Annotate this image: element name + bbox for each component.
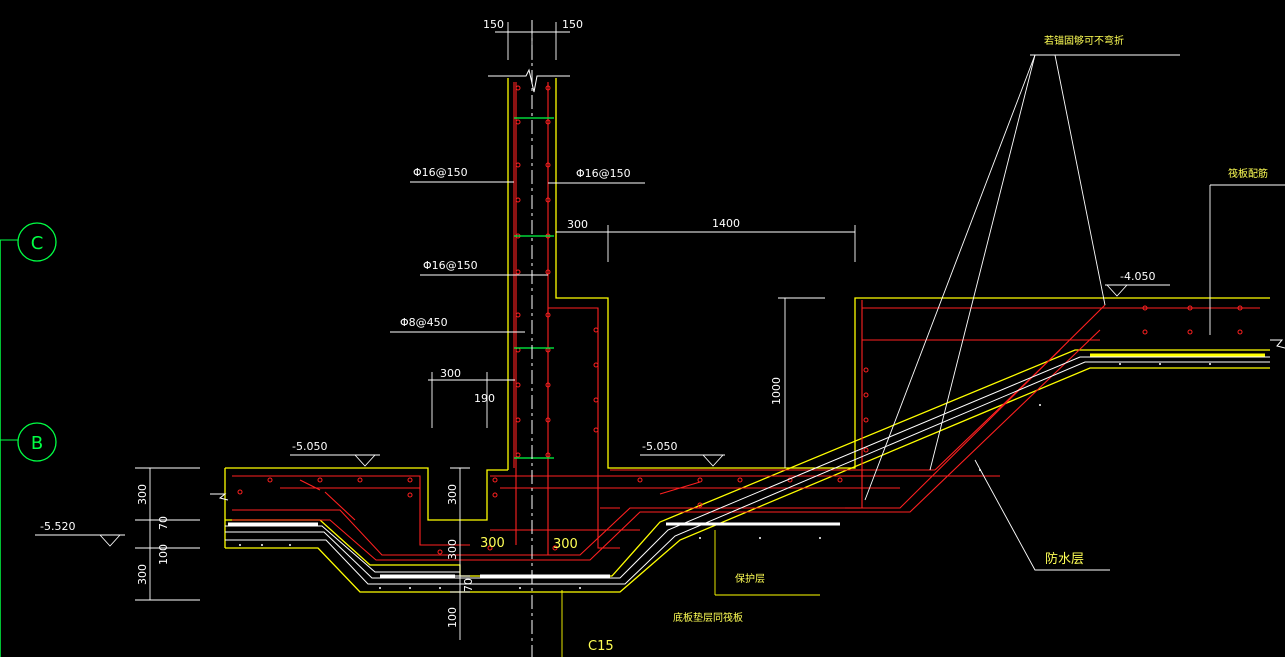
note-top-right: 若锚固够可不弯折 (1044, 34, 1124, 47)
note-bottom: 底板垫层同筏板 (673, 611, 743, 624)
dim-300-pit2: 300 (446, 539, 459, 560)
concrete-hatch (239, 363, 1211, 589)
dim-300-a: 300 (567, 218, 588, 231)
grid-label-b: B (31, 433, 43, 454)
rebar-label-3: Φ16@150 (423, 259, 478, 272)
rebar (232, 82, 1260, 561)
dim-300-lower: 300 (136, 564, 149, 585)
rebar-leaders (390, 181, 645, 333)
dim-70-left: 70 (157, 516, 170, 530)
dimension-lines (135, 22, 856, 657)
grid-bubble-b (17, 422, 57, 462)
dim-1400: 1400 (712, 217, 740, 230)
dim-100-left: 100 (157, 544, 170, 565)
dim-100-pit: 100 (446, 607, 459, 628)
elevation-4: -4.050 (1120, 270, 1155, 283)
dim-70-pit: 70 (462, 578, 475, 592)
dim-190: 190 (474, 392, 495, 405)
grid-axis: C B (0, 222, 57, 657)
dim-top-left: 150 (483, 18, 504, 31)
note-raft-rebar: 筏板配筋 (1228, 167, 1268, 180)
stirrups (514, 117, 554, 459)
grid-label-c: C (31, 233, 44, 254)
rebar-label-1: Φ16@150 (413, 166, 468, 179)
concrete-outline (224, 78, 1270, 593)
note-waterproof: 防水层 (1045, 551, 1084, 567)
elevation-2: -5.050 (642, 440, 677, 453)
dim-300-pit: 300 (446, 484, 459, 505)
note-leaders (864, 54, 1285, 571)
rebar-label-4: Φ8@450 (400, 316, 448, 329)
dim-300-red-a: 300 (480, 536, 505, 551)
dim-300-b: 300 (440, 367, 461, 380)
rebar-label-2: Φ16@150 (576, 167, 631, 180)
dim-300-left: 300 (136, 484, 149, 505)
dim-1000: 1000 (770, 377, 783, 405)
note-protective: 保护层 (735, 572, 765, 585)
rebar-dots (237, 85, 1243, 555)
note-concrete-grade: C15 (588, 639, 614, 654)
elevation-1: -5.050 (292, 440, 327, 453)
elevation-markers (35, 284, 1170, 547)
elevation-3: -5.520 (40, 520, 75, 533)
dim-300-red-b: 300 (553, 537, 578, 552)
grid-bubble-c (17, 222, 57, 262)
waterproof-layers (225, 353, 1270, 585)
dim-top-right: 150 (562, 18, 583, 31)
